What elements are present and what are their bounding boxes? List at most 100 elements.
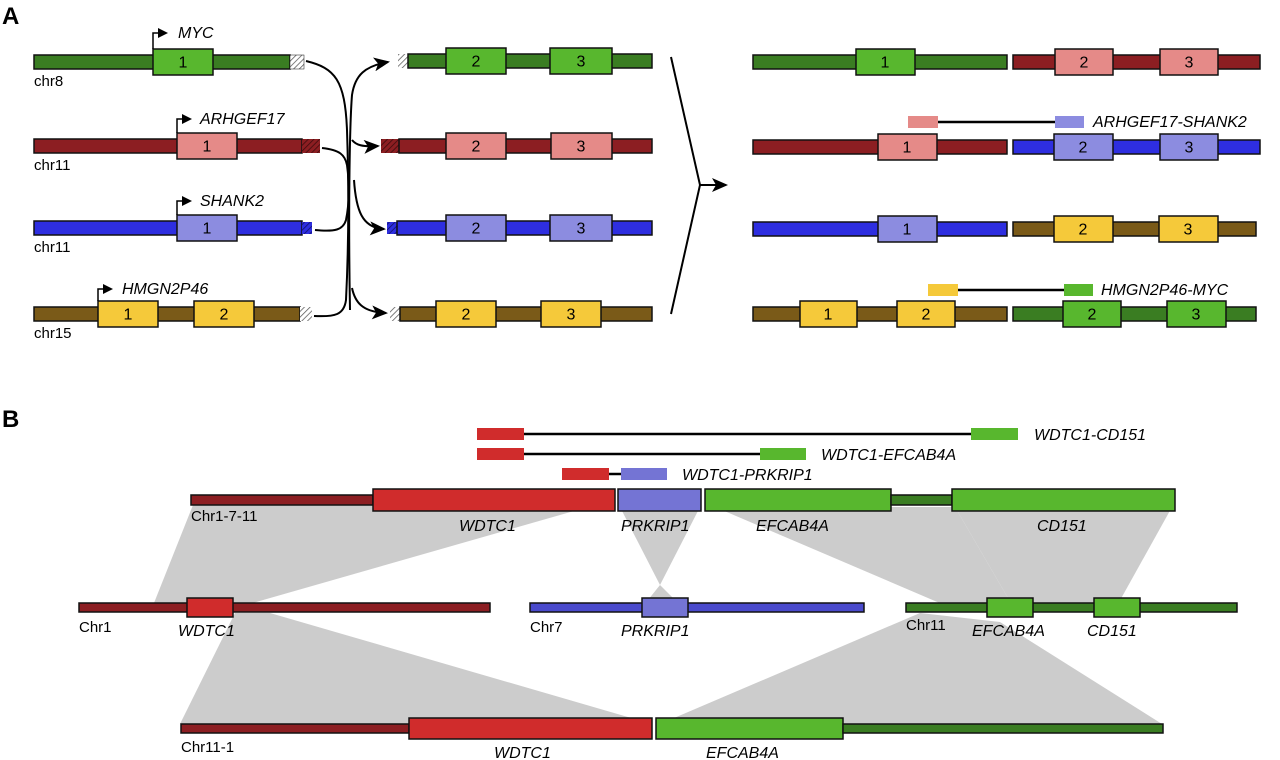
exon-2 (1053, 133, 1114, 161)
fusion-transcript-right (1055, 116, 1084, 128)
arrow-to-row3 (353, 179, 386, 236)
exon-number: 1 (203, 221, 212, 238)
exon-2 (445, 214, 507, 242)
exon-3 (1159, 48, 1219, 76)
hmgn2p46-exon-1 (97, 300, 159, 328)
gene-label-arhgef17: ARHGEF17 (199, 111, 286, 128)
breakpoint-hatch (302, 222, 312, 234)
link-cd151 (955, 507, 1172, 610)
exon-3 (549, 214, 613, 242)
gene-block-prkrip1 (641, 597, 689, 618)
exon-3 (1166, 300, 1227, 328)
exon-number: 1 (903, 222, 912, 239)
chr8-myc-original: 1 MYC chr8 (33, 25, 305, 90)
partner-bar (396, 220, 653, 236)
connector-line (305, 60, 350, 318)
derived-chromosome: Chr1-7-11 WDTC1 PRKRIP1 EFCAB4A CD151 (190, 488, 1176, 535)
exon-number: 3 (577, 221, 586, 238)
chr-label: Chr11 (906, 617, 946, 634)
shank2-exon-1 (176, 214, 238, 242)
chr-label: chr11 (34, 157, 70, 174)
gene-block-prkrip1 (617, 488, 702, 512)
panel-b-label: B (2, 406, 19, 433)
chr-bar (78, 602, 491, 613)
exon-number: 1 (824, 307, 833, 324)
result-right-bar (1012, 54, 1261, 70)
fusion-label: WDTC1-PRKRIP1 (682, 467, 813, 484)
gene-label: EFCAB4A (756, 518, 829, 535)
link-efcab4a (715, 507, 1015, 610)
result-left-bar (752, 306, 1008, 322)
exon-2 (445, 132, 507, 160)
exon-2 (445, 47, 507, 75)
gene-label: WDTC1 (494, 745, 551, 760)
connector-line (314, 147, 350, 232)
chr11-shank2-original: 1 SHANK2 chr11 (33, 193, 312, 256)
exon-number: 2 (472, 54, 481, 71)
gene-label: PRKRIP1 (621, 623, 689, 640)
gene-block-wdtc1 (408, 717, 653, 740)
arhgef17-exon-1 (176, 132, 238, 160)
exon-number: 3 (1184, 222, 1193, 239)
breakpoint-hatch (302, 139, 320, 153)
result-row-2: ARHGEF17-SHANK2 1 2 3 (752, 114, 1261, 161)
breakpoint-hatch (381, 139, 399, 153)
tss-arrow-icon (152, 28, 168, 49)
exon-1 (877, 133, 938, 161)
partner-bar (407, 53, 653, 69)
gene-label: PRKRIP1 (621, 518, 689, 535)
chr-label: Chr7 (530, 619, 563, 636)
partner-bar (398, 138, 653, 154)
breakpoint-hatch (390, 307, 400, 321)
exon-3 (1158, 215, 1219, 243)
chr15-hmgn2p46-original: 1 2 HMGN2P46 chr15 (33, 281, 312, 342)
fusion-wdtc1-cd151: WDTC1-CD151 (477, 427, 1146, 444)
exon-number: 1 (903, 140, 912, 157)
hmgn2p46-exon-2 (193, 300, 255, 328)
result-right-bar (1012, 221, 1257, 237)
exon-number: 2 (220, 307, 229, 324)
breakpoint-hatch (387, 222, 397, 234)
chr-label: Chr11-1 (181, 739, 234, 756)
gene-label: WDTC1 (178, 623, 235, 640)
breakpoint-hatch (398, 54, 408, 68)
combine-arrow-icon (670, 56, 728, 315)
exon-3 (540, 300, 602, 328)
fusion-transcript-right (760, 448, 806, 460)
fusion-transcript-right (971, 428, 1018, 440)
exon-number: 3 (577, 139, 586, 156)
fusion-transcript-left (562, 468, 609, 480)
exon-number: 3 (1185, 55, 1194, 72)
partner-row-3: 2 3 (387, 214, 653, 242)
gene-label: EFCAB4A (706, 745, 779, 760)
link-wdtc1-chr1 (152, 505, 595, 608)
tss-arrow-icon (176, 114, 192, 133)
chr-bar (842, 723, 1164, 734)
translocation-arrows (305, 57, 390, 320)
exon-3 (550, 132, 613, 160)
bottom-chromosome: Chr11-1 WDTC1 EFCAB4A (180, 717, 1164, 760)
chr-bar (190, 494, 374, 506)
chr-label: Chr1-7-11 (191, 508, 257, 525)
exon-1 (799, 300, 858, 328)
gene-block-cd151 (1093, 597, 1141, 618)
fusion-transcript-left (908, 116, 938, 128)
exon-number: 2 (1079, 222, 1088, 239)
exon-number: 3 (1185, 140, 1194, 157)
gene-block-efcab4a (704, 488, 892, 512)
fusion-wdtc1-prkrip1: WDTC1-PRKRIP1 (562, 467, 813, 484)
exon-number: 1 (179, 55, 188, 72)
gene-block-wdtc1 (372, 488, 616, 512)
chr11-bar (33, 220, 303, 236)
fusion-transcript-left (928, 284, 958, 296)
exon-number: 2 (472, 221, 481, 238)
arrow-to-row4 (351, 287, 388, 320)
gene-label: WDTC1 (459, 518, 516, 535)
partner-row-1: 2 3 (398, 47, 653, 75)
exon-number: 2 (1079, 140, 1088, 157)
exon-number: 3 (1192, 307, 1201, 324)
source-chr7: Chr7 PRKRIP1 (529, 597, 865, 640)
chr-label: chr11 (34, 239, 70, 256)
partner-row-4: 2 3 (390, 300, 653, 328)
